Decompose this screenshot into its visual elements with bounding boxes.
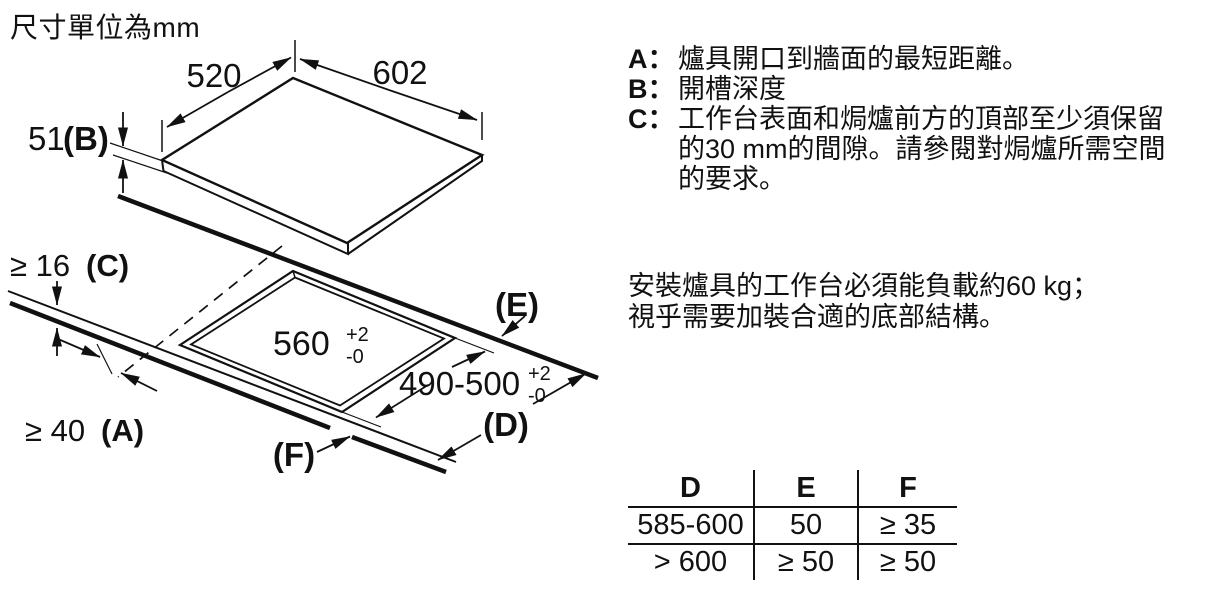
label-f: (F) (273, 436, 315, 473)
definition-a: A： 爐具開口到牆面的最短距離。 (628, 44, 1198, 74)
definition-a-text: 爐具開口到牆面的最短距離。 (678, 44, 1029, 74)
installation-diagram: 520 602 51 (B) ≥ 16 (C) ≥ 40 (A) 560 +2 … (7, 40, 599, 475)
table-cell-f2: ≥ 50 (857, 544, 957, 580)
table-row: 585-600 50 ≥ 35 (628, 507, 957, 545)
definition-c-text: 工作台表面和焗爐前方的頂部至少須保留的30 mm的間隙。請參閱對焗爐所需空間的要… (678, 104, 1166, 194)
definition-c: C： 工作台表面和焗爐前方的頂部至少須保留的30 mm的間隙。請參閱對焗爐所需空… (628, 104, 1198, 194)
definition-b-key: B： (628, 74, 675, 104)
table-cell-e1: 50 (753, 507, 858, 545)
dim-51-label: 51 (28, 120, 65, 157)
definition-a-key: A： (628, 44, 675, 74)
dimension-definitions: A： 爐具開口到牆面的最短距離。 B： 開槽深度 C： 工作台表面和焗爐前方的頂… (628, 44, 1198, 194)
clearance-c-value: ≥ 16 (10, 248, 70, 283)
dim-560-tol-plus: +2 (346, 324, 369, 346)
table-header-e: E (753, 470, 858, 508)
table-header-f: F (857, 470, 957, 508)
table-header-row: D E F (628, 470, 957, 508)
clearance-c-label: (C) (86, 248, 129, 283)
dim-560-label: 560 (273, 325, 330, 363)
definition-b-text: 開槽深度 (678, 74, 786, 104)
clearance-a-value: ≥ 40 (25, 413, 85, 448)
load-note-line1: 安裝爐具的工作台必須能負載約60 kg； (628, 271, 1100, 301)
definition-c-key: C： (628, 104, 675, 134)
projection-dashed-line (117, 245, 283, 378)
definition-b: B： 開槽深度 (628, 74, 1198, 104)
label-e: (E) (495, 286, 539, 323)
unit-note: 尺寸單位為mm (10, 12, 201, 43)
worktop-edges (7, 193, 599, 475)
table-cell-f1: ≥ 35 (857, 507, 957, 545)
def-dimension-table: D E F 585-600 50 ≥ 35 > 600 ≥ 50 ≥ 50 (628, 470, 957, 580)
dim-490-tol-minus: -0 (528, 385, 546, 407)
table-cell-d2: > 600 (653, 546, 728, 578)
dim-490-tol-plus: +2 (528, 363, 551, 385)
table-cell-e2: ≥ 50 (753, 544, 858, 580)
table-header-d: D (628, 470, 754, 508)
table-row: > 600 ≥ 50 ≥ 50 (628, 544, 957, 580)
table-cell-d1: 585-600 (628, 507, 754, 545)
dim-b-label: (B) (63, 120, 109, 157)
dim-602-label: 602 (372, 54, 427, 91)
dim-560-tol-minus: -0 (346, 346, 364, 368)
worktop-cutout (177, 269, 458, 414)
dim-520-label: 520 (186, 57, 241, 94)
load-note-line2: 視乎需要加裝合適的底部結構。 (628, 302, 1006, 332)
clearance-a-label: (A) (101, 413, 144, 448)
cooktop-outline (159, 76, 485, 256)
label-d: (D) (483, 406, 529, 443)
dim-490-500-label: 490-500 (399, 365, 520, 402)
load-note: 安裝爐具的工作台必須能負載約60 kg； 視乎需要加裝合適的底部結構。 (628, 271, 1203, 333)
